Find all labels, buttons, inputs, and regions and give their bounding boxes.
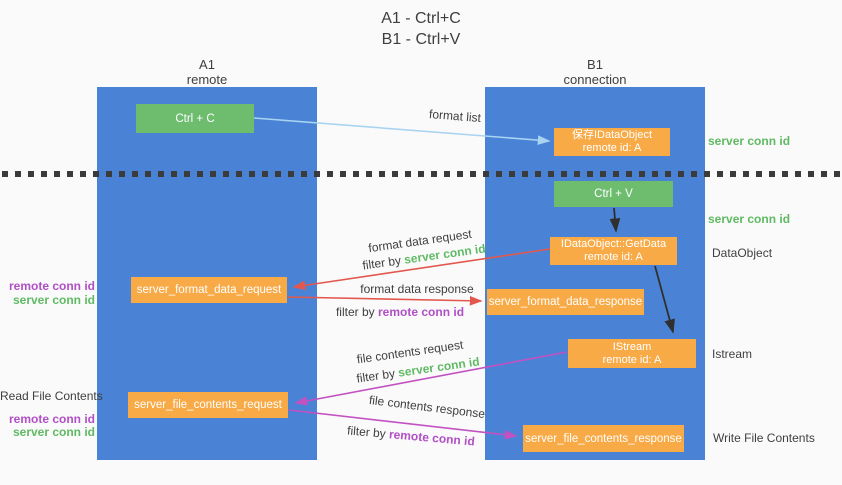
label-read-file-contents: Read File Contents bbox=[0, 389, 103, 403]
node-server-format-data-response-label: server_format_data_response bbox=[488, 296, 643, 308]
node-idataobject-getdata-line1: IDataObject::GetData bbox=[560, 238, 667, 250]
filter-by-text: filter by bbox=[361, 253, 402, 273]
lane-header-a1: A1 remote bbox=[97, 57, 317, 87]
label-write-file-contents: Write File Contents bbox=[713, 431, 815, 445]
diagram-title-line2: B1 - Ctrl+V bbox=[381, 31, 461, 48]
node-server-file-contents-response: server_file_contents_response bbox=[523, 425, 684, 452]
node-server-file-contents-response-label: server_file_contents_response bbox=[525, 432, 682, 445]
diagram-title-line1: A1 - Ctrl+C bbox=[381, 10, 461, 27]
edge-label-file-contents-response-filter: filter by remote conn id bbox=[347, 423, 476, 448]
node-server-file-contents-request: server_file_contents_request bbox=[128, 392, 288, 418]
node-ctrl-c-label: Ctrl + C bbox=[175, 112, 215, 125]
node-idataobject-getdata: IDataObject::GetData remote id: A bbox=[550, 237, 677, 265]
filter-by-text: filter by bbox=[335, 305, 375, 319]
edge-label-format-data-response: format data response bbox=[360, 282, 474, 296]
label-server-conn-id-mid: server conn id bbox=[708, 212, 791, 226]
filter-by-text: filter by bbox=[355, 366, 396, 386]
node-save-idataobject: 保存IDataObject remote id: A bbox=[554, 128, 670, 156]
node-server-file-contents-request-label: server_file_contents_request bbox=[134, 399, 282, 411]
node-istream: IStream remote id: A bbox=[568, 339, 696, 368]
node-save-idataobject-line2: remote id: A bbox=[582, 142, 642, 154]
node-idataobject-getdata-line2: remote id: A bbox=[584, 251, 643, 263]
node-ctrl-v: Ctrl + V bbox=[554, 181, 673, 207]
lane-a1-name: A1 bbox=[199, 57, 215, 72]
edge-label-file-contents-response: file contents response bbox=[368, 392, 486, 422]
remote-conn-id-text: remote conn id bbox=[378, 305, 465, 319]
lane-b1-name: B1 bbox=[587, 57, 603, 72]
label-remote-conn-id-1: remote conn id bbox=[8, 279, 95, 293]
label-server-conn-id-1: server conn id bbox=[12, 293, 95, 307]
label-remote-conn-id-2: remote conn id bbox=[8, 412, 95, 426]
node-ctrl-v-label: Ctrl + V bbox=[594, 188, 633, 200]
diagram-title: A1 - Ctrl+C B1 - Ctrl+V bbox=[0, 8, 842, 50]
label-dataobject: DataObject bbox=[712, 246, 773, 260]
node-server-format-data-request: server_format_data_request bbox=[131, 277, 287, 303]
node-istream-line2: remote id: A bbox=[602, 353, 662, 366]
node-server-format-data-request-label: server_format_data_request bbox=[136, 284, 282, 296]
node-server-format-data-response: server_format_data_response bbox=[487, 289, 644, 315]
label-server-conn-id-top: server conn id bbox=[708, 134, 791, 148]
node-ctrl-c: Ctrl + C bbox=[136, 104, 254, 133]
lane-b1-role: connection bbox=[563, 72, 627, 87]
filter-by-text: filter by bbox=[346, 423, 387, 441]
session-divider-dotted-line bbox=[2, 171, 840, 177]
edge-label-format-list: format list bbox=[428, 106, 482, 126]
remote-conn-id-text: remote conn id bbox=[388, 427, 476, 449]
lane-header-b1: B1 connection bbox=[485, 57, 705, 87]
label-server-conn-id-2: server conn id bbox=[12, 425, 95, 439]
lane-a1-role: remote bbox=[186, 72, 228, 87]
node-istream-line1: IStream bbox=[612, 340, 652, 353]
label-istream: Istream bbox=[712, 347, 753, 361]
node-save-idataobject-line1: 保存IDataObject bbox=[571, 129, 653, 141]
edge-label-format-data-response-filter: filter by remote conn id bbox=[336, 305, 464, 319]
